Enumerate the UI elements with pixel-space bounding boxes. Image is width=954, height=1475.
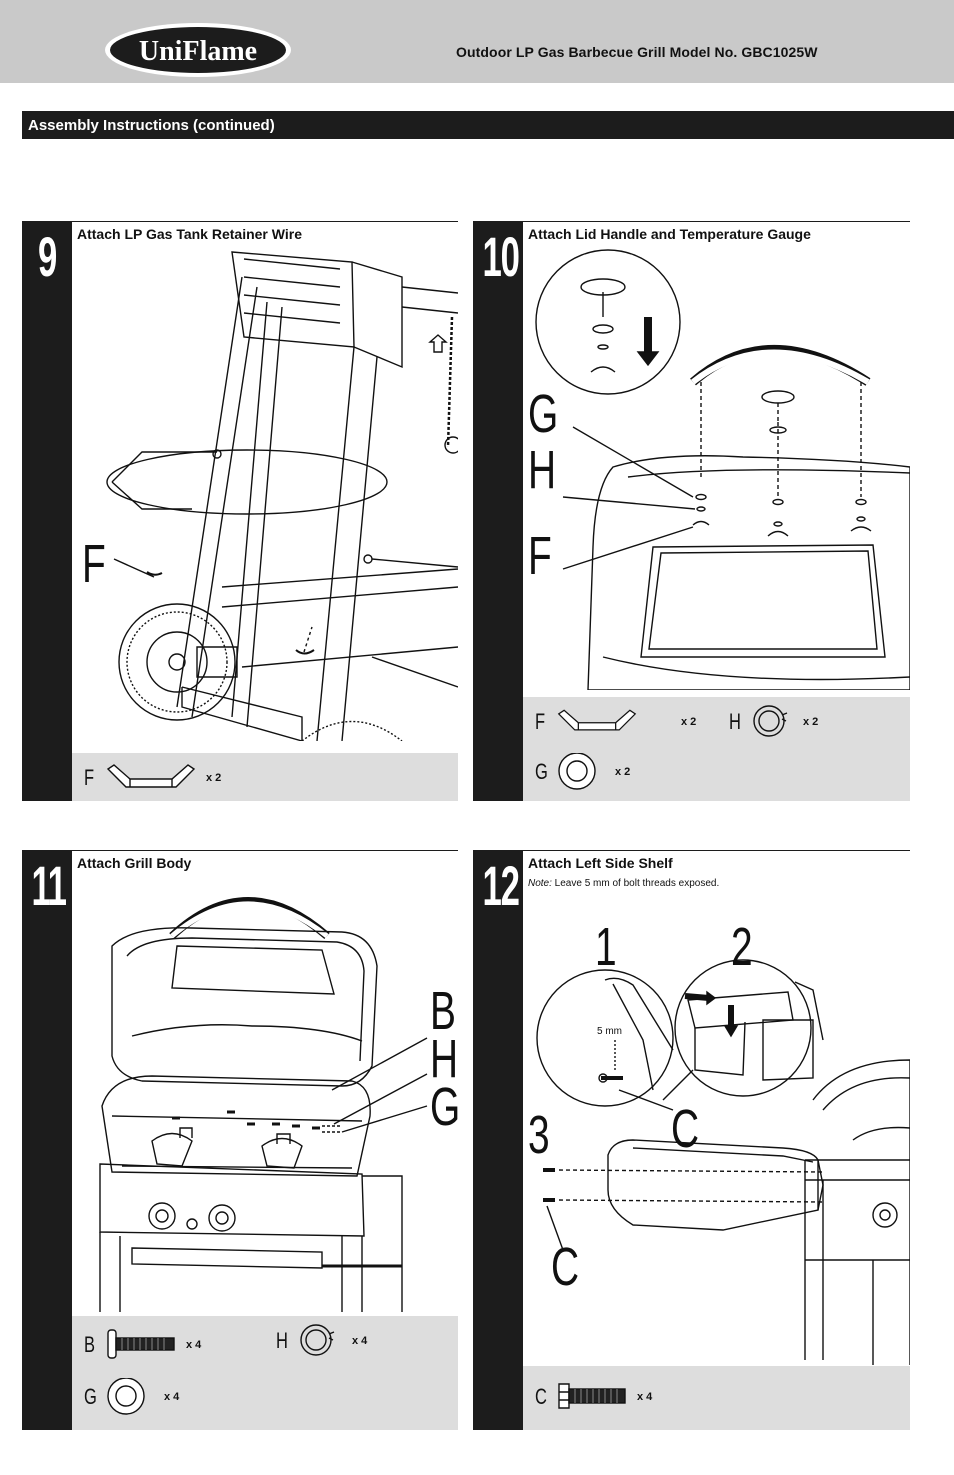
step-9: 9 Attach LP Gas Tank Retainer Wire — [22, 221, 458, 801]
callout-letter: G — [430, 1077, 458, 1137]
tank-retainer-illustration: F — [72, 247, 458, 741]
part-item: H x 2 — [729, 703, 849, 743]
callout-number: 3 — [528, 1105, 550, 1165]
lock-washer-icon — [753, 705, 788, 737]
bolt-icon — [107, 1329, 175, 1359]
section-title: Assembly Instructions (continued) — [28, 117, 275, 134]
parts-list: C x 4 — [523, 1366, 910, 1430]
bracket-icon — [557, 709, 637, 731]
part-letter: F — [535, 709, 546, 734]
parts-list: F x 2 — [72, 753, 458, 801]
part-qty: x 2 — [681, 716, 697, 728]
step-note: Note: Leave 5 mm of bolt threads exposed… — [528, 878, 719, 889]
callout-letter: F — [528, 526, 552, 586]
callout-number: 1 — [595, 917, 617, 977]
model-title: Outdoor LP Gas Barbecue Grill Model No. … — [456, 44, 818, 60]
flat-washer-icon — [558, 753, 596, 790]
part-letter: G — [535, 759, 548, 784]
part-letter: C — [535, 1384, 547, 1409]
flat-washer-icon — [107, 1378, 145, 1415]
step-title: Attach Grill Body — [77, 855, 192, 871]
part-qty: x 4 — [186, 1339, 202, 1351]
step-11: 11 Attach Grill Body — [22, 850, 458, 1430]
part-qty: x 2 — [803, 716, 819, 728]
step-number: 11 — [31, 854, 67, 917]
part-letter: B — [84, 1332, 96, 1357]
part-item: C x 4 — [535, 1378, 695, 1418]
step-title: Attach LP Gas Tank Retainer Wire — [77, 226, 302, 242]
part-qty: x 2 — [615, 766, 631, 778]
callout-letter: F — [82, 534, 106, 594]
part-item: G x 4 — [84, 1378, 204, 1418]
step-title: Attach Lid Handle and Temperature Gauge — [528, 226, 811, 242]
part-qty: x 2 — [206, 772, 222, 784]
step-title: Attach Left Side Shelf — [528, 855, 673, 871]
part-item: F x 2 — [84, 759, 284, 799]
note-label: Note: — [528, 878, 552, 889]
step-rule — [72, 221, 458, 222]
dimension-label: 5 mm — [597, 1026, 622, 1037]
note-text: Leave 5 mm of bolt threads exposed. — [551, 878, 720, 889]
callout-number: 2 — [731, 917, 753, 977]
callout-letter: C — [671, 1099, 700, 1159]
part-qty: x 4 — [637, 1391, 653, 1403]
svg-text:UniFlame: UniFlame — [139, 36, 257, 67]
lid-handle-illustration: G H F — [523, 247, 910, 690]
step-number-column: 9 — [22, 221, 72, 801]
step-rule — [523, 221, 910, 222]
part-letter: H — [729, 709, 741, 734]
part-item: B x 4 — [84, 1326, 244, 1366]
step-number: 9 — [37, 225, 57, 288]
part-letter: F — [84, 765, 95, 790]
parts-list: F x 2 H x 2 G x 2 — [523, 697, 910, 801]
callout-letter: C — [551, 1237, 580, 1297]
step-number-column: 10 — [473, 221, 523, 801]
part-qty: x 4 — [352, 1335, 368, 1347]
page-header: UniFlame Outdoor LP Gas Barbecue Grill M… — [0, 0, 954, 83]
step-number: 12 — [482, 854, 520, 917]
part-letter: H — [276, 1328, 288, 1353]
part-item: G x 2 — [535, 753, 655, 793]
step-rule — [523, 850, 910, 851]
step-12: 12 Attach Left Side Shelf Note: Leave 5 … — [473, 850, 910, 1430]
step-rule — [72, 850, 458, 851]
part-letter: G — [84, 1384, 97, 1409]
section-bar: Assembly Instructions (continued) — [22, 111, 954, 139]
hex-bolt-icon — [558, 1383, 626, 1409]
uniflame-logo: UniFlame — [105, 23, 291, 77]
part-qty: x 4 — [164, 1391, 180, 1403]
step-number-column: 12 — [473, 850, 523, 1430]
part-item: F x 2 — [535, 703, 715, 743]
callout-letter: H — [528, 440, 557, 500]
grill-body-illustration: B H G — [72, 876, 458, 1312]
callout-letter: H — [430, 1029, 458, 1089]
step-10: 10 Attach Lid Handle and Temperature Gau… — [473, 221, 910, 801]
callout-letter: G — [528, 384, 559, 444]
bracket-icon — [106, 764, 196, 788]
parts-list: B x 4 H x 4 G x 4 — [72, 1316, 458, 1430]
step-number: 10 — [482, 225, 520, 288]
side-shelf-illustration: 1 2 3 C C 5 mm — [523, 910, 910, 1365]
lock-washer-icon — [300, 1324, 335, 1356]
step-number-column: 11 — [22, 850, 72, 1430]
callout-letter: B — [430, 981, 456, 1041]
part-item: H x 4 — [276, 1322, 396, 1362]
